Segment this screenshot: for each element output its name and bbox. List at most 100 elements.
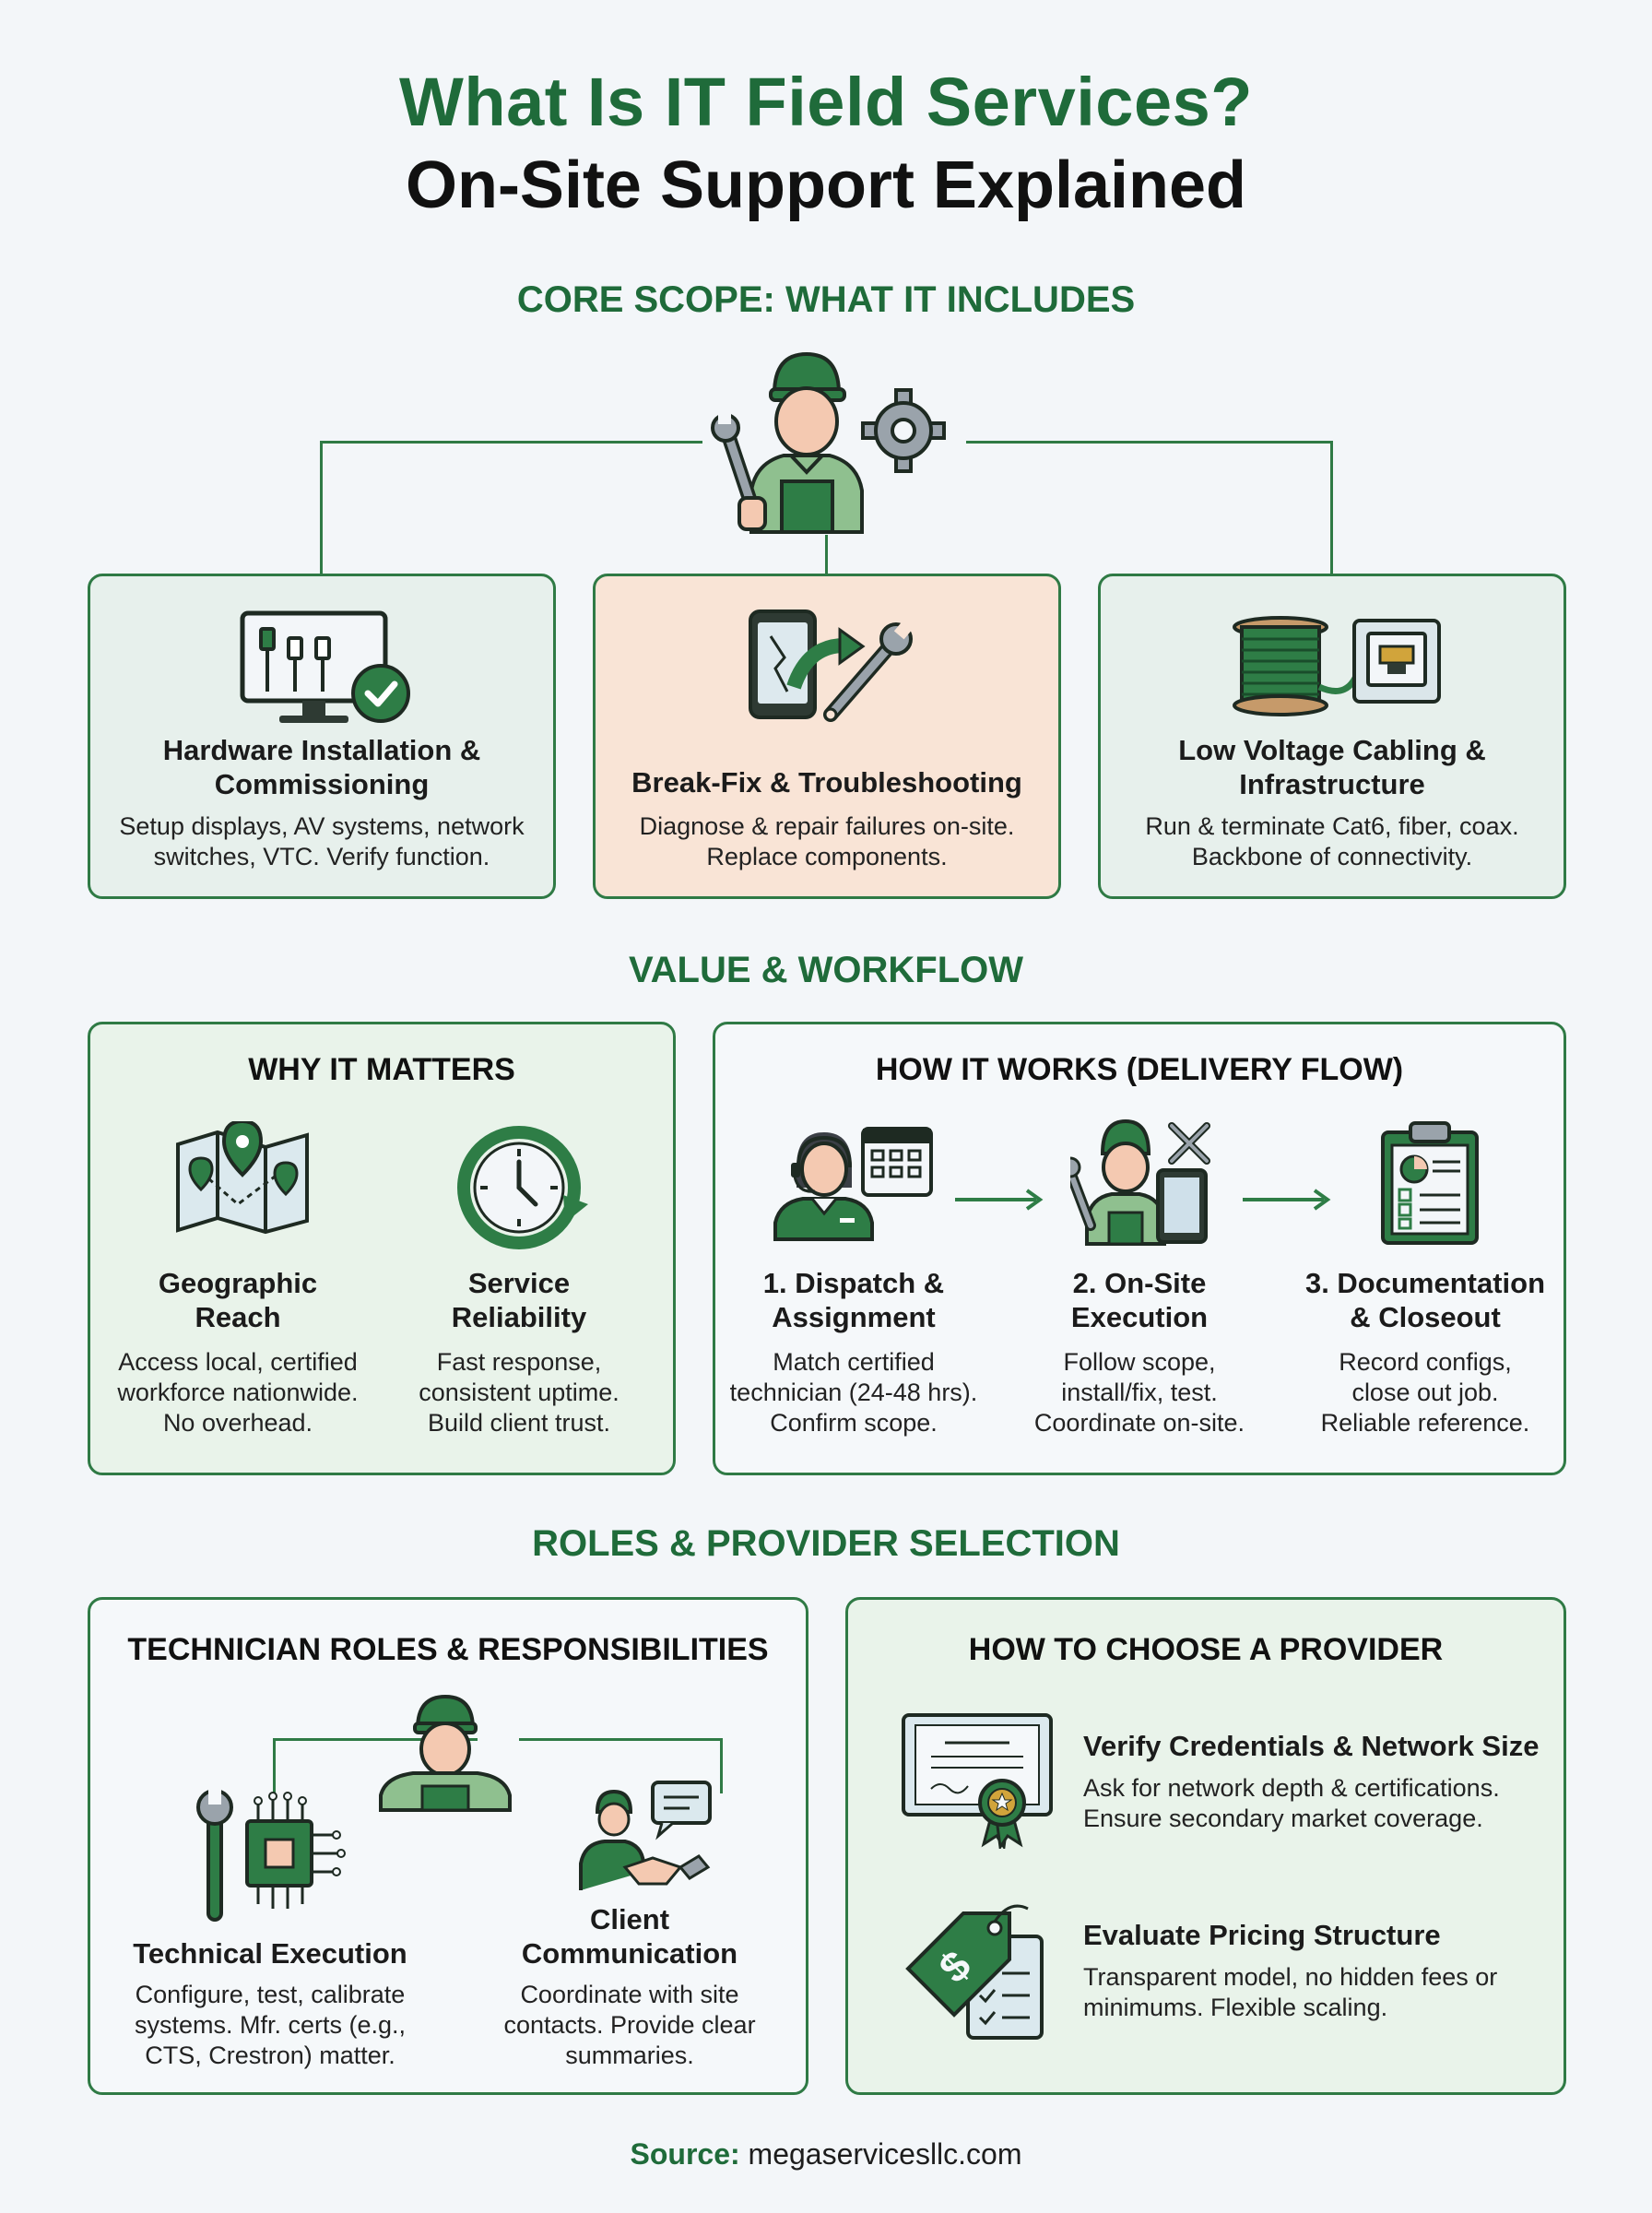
card-text-line: Setup displays, AV systems, network bbox=[119, 812, 525, 840]
arrow-right-icon bbox=[1243, 1189, 1331, 1211]
step-text-line: Match certified bbox=[773, 1348, 935, 1376]
card-text-line: Diagnose & repair failures on-site. bbox=[639, 812, 1015, 840]
connector-line-right bbox=[966, 441, 1332, 444]
technician-icon bbox=[379, 1694, 512, 1812]
provider-item-text-line: Transparent model, no hidden fees or bbox=[1083, 1963, 1498, 1991]
provider-item-text: Ask for network depth & certifications. … bbox=[1083, 1773, 1553, 1834]
source-footer: Source: megaservicesllc.com bbox=[0, 2137, 1652, 2172]
price-tag-icon: $ bbox=[905, 1904, 1044, 2040]
phone-wrench-icon bbox=[749, 609, 915, 722]
page-subtitle: On-Site Support Explained bbox=[405, 148, 1247, 222]
connector-line-left bbox=[320, 441, 702, 444]
card-low-voltage-cabling: Low Voltage Cabling & Infrastructure Run… bbox=[1098, 574, 1566, 899]
why-item-text-line: consistent uptime. bbox=[419, 1378, 620, 1406]
step-title-line: 3. Documentation bbox=[1304, 1267, 1546, 1299]
step-text-line: technician (24-48 hrs). bbox=[729, 1378, 978, 1406]
clipboard-report-icon bbox=[1381, 1121, 1479, 1245]
provider-item-text-line: Ask for network depth & certifications. bbox=[1083, 1774, 1500, 1802]
provider-item-text: Transparent model, no hidden fees or min… bbox=[1083, 1962, 1553, 2023]
step-title-line: & Closeout bbox=[1350, 1301, 1501, 1334]
card-title-line: Break-Fix & Troubleshooting bbox=[631, 766, 1022, 799]
step-text: Follow scope, install/fix, test. Coordin… bbox=[1006, 1347, 1273, 1438]
connector-line-right-drop bbox=[1330, 441, 1333, 574]
card-title: Hardware Installation & Commissioning bbox=[90, 733, 553, 801]
step-text-line: close out job. bbox=[1351, 1378, 1499, 1406]
why-item-text-line: Build client trust. bbox=[427, 1408, 611, 1437]
role-title: Client Communication bbox=[464, 1902, 796, 1970]
connector-line-left-drop bbox=[320, 441, 323, 574]
step-title-line: Assignment bbox=[772, 1301, 936, 1334]
page-title: What Is IT Field Services? bbox=[399, 64, 1253, 140]
technician-roles-box: TECHNICIAN ROLES & RESPONSIBILITIES bbox=[88, 1597, 808, 2095]
role-text: Coordinate with site contacts. Provide c… bbox=[464, 1980, 796, 2071]
map-pin-icon bbox=[176, 1121, 309, 1235]
why-item-text-line: workforce nationwide. bbox=[117, 1378, 359, 1406]
provider-item-title: Evaluate Pricing Structure bbox=[1083, 1919, 1441, 1951]
role-text-line: summaries. bbox=[565, 2041, 694, 2069]
role-text-line: contacts. Provide clear bbox=[503, 2010, 756, 2039]
how-it-works-box: HOW IT WORKS (DELIVERY FLOW) bbox=[713, 1022, 1566, 1475]
why-item-title-line: Reliability bbox=[451, 1301, 587, 1334]
value-workflow-heading: VALUE & WORKFLOW bbox=[628, 950, 1024, 990]
role-title: Technical Execution bbox=[100, 1936, 441, 1970]
roles-selection-heading: ROLES & PROVIDER SELECTION bbox=[532, 1523, 1120, 1564]
card-text-line: Replace components. bbox=[706, 842, 948, 870]
card-text-line: switches, VTC. Verify function. bbox=[153, 842, 490, 870]
card-title-line: Infrastructure bbox=[1239, 768, 1425, 801]
card-title-line: Commissioning bbox=[214, 768, 430, 801]
core-scope-heading: CORE SCOPE: WHAT IT INCLUDES bbox=[516, 279, 1136, 320]
role-title-line: Communication bbox=[521, 1937, 738, 1970]
why-it-matters-box: WHY IT MATTERS Geographic Reach Access l… bbox=[88, 1022, 676, 1475]
technician-gear-icon bbox=[711, 351, 946, 534]
dispatcher-calendar-icon bbox=[773, 1127, 933, 1241]
source-link[interactable]: megaservicesllc.com bbox=[748, 2137, 1022, 2171]
step-title: 3. Documentation & Closeout bbox=[1287, 1266, 1564, 1334]
roles-connector-right bbox=[519, 1738, 722, 1741]
source-label: Source: bbox=[630, 2137, 740, 2171]
step-title: 1. Dispatch & Assignment bbox=[720, 1266, 987, 1334]
step-title-line: 2. On-Site bbox=[1072, 1267, 1207, 1299]
why-item-title: Geographic Reach bbox=[104, 1266, 372, 1334]
step-title-line: 1. Dispatch & bbox=[762, 1267, 945, 1299]
step-text-line: Coordinate on-site. bbox=[1033, 1408, 1245, 1437]
cable-spool-icon bbox=[1233, 616, 1441, 716]
how-it-works-heading: HOW IT WORKS (DELIVERY FLOW) bbox=[875, 1052, 1404, 1087]
step-text-line: install/fix, test. bbox=[1061, 1378, 1218, 1406]
connector-line-center bbox=[825, 535, 828, 574]
step-title: 2. On-Site Execution bbox=[1006, 1266, 1273, 1334]
technician-tablet-icon bbox=[1070, 1118, 1210, 1246]
why-item-text: Access local, certified workforce nation… bbox=[104, 1347, 372, 1438]
role-title-line: Technical Execution bbox=[133, 1937, 407, 1970]
card-title-line: Hardware Installation & bbox=[162, 734, 481, 766]
card-description: Diagnose & repair failures on-site. Repl… bbox=[596, 811, 1058, 872]
provider-item-text-line: minimums. Flexible scaling. bbox=[1083, 1993, 1388, 2021]
roles-connector-left bbox=[273, 1738, 478, 1741]
choose-provider-box: HOW TO CHOOSE A PROVIDER Verify Credenti… bbox=[845, 1597, 1566, 2095]
handshake-chat-icon bbox=[579, 1781, 712, 1890]
roles-connector-right-drop bbox=[720, 1738, 723, 1793]
step-text-line: Record configs, bbox=[1339, 1348, 1512, 1376]
step-text-line: Reliable reference. bbox=[1320, 1408, 1530, 1437]
card-break-fix: Break-Fix & Troubleshooting Diagnose & r… bbox=[593, 574, 1061, 899]
why-item-text-line: Access local, certified bbox=[118, 1348, 358, 1376]
role-text-line: CTS, Crestron) matter. bbox=[145, 2041, 395, 2069]
provider-item-title: Verify Credentials & Network Size bbox=[1083, 1730, 1540, 1762]
technician-roles-heading: TECHNICIAN ROLES & RESPONSIBILITIES bbox=[127, 1632, 769, 1667]
step-text-line: Follow scope, bbox=[1063, 1348, 1216, 1376]
role-text: Configure, test, calibrate systems. Mfr.… bbox=[100, 1980, 441, 2071]
why-it-matters-heading: WHY IT MATTERS bbox=[248, 1052, 515, 1087]
card-description: Run & terminate Cat6, fiber, coax. Backb… bbox=[1101, 811, 1564, 872]
role-title-line: Client bbox=[589, 1903, 670, 1935]
certificate-icon bbox=[902, 1713, 1053, 1849]
step-text: Record configs, close out job. Reliable … bbox=[1287, 1347, 1564, 1438]
why-item-title: Service Reliability bbox=[385, 1266, 653, 1334]
why-item-text-line: No overhead. bbox=[162, 1408, 313, 1437]
role-text-line: Coordinate with site bbox=[520, 1981, 739, 2008]
card-title-line: Low Voltage Cabling & bbox=[1178, 734, 1486, 766]
monitor-check-icon bbox=[240, 610, 410, 723]
roles-connector-left-drop bbox=[273, 1738, 276, 1793]
why-item-title-line: Reach bbox=[195, 1301, 281, 1334]
arrow-right-icon bbox=[955, 1189, 1044, 1211]
card-text-line: Run & terminate Cat6, fiber, coax. bbox=[1145, 812, 1519, 840]
why-item-text: Fast response, consistent uptime. Build … bbox=[385, 1347, 653, 1438]
